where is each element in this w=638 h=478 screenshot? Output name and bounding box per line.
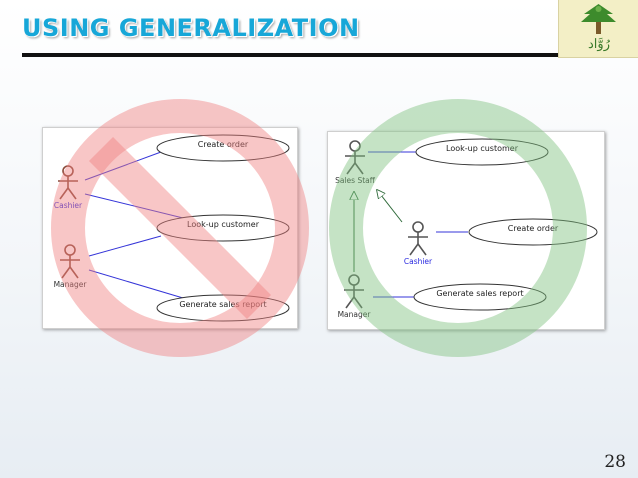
generalization-arrows — [354, 190, 403, 272]
association-line — [84, 151, 162, 181]
association-lines — [368, 151, 468, 298]
association-lines — [84, 151, 184, 299]
use-case-create-order: Create order — [156, 134, 290, 162]
association-line — [88, 235, 162, 257]
use-case-label: Generate sales report — [179, 300, 266, 309]
tree-icon — [581, 4, 616, 34]
title-underline — [22, 53, 610, 57]
use-case-generate-sales-report: Generate sales report — [156, 294, 290, 322]
actor-sales-staff — [345, 140, 365, 175]
actor-label: Manager — [54, 280, 88, 289]
actor-label: Cashier — [404, 257, 433, 266]
logo-text: رُوَّاد — [588, 37, 611, 52]
association-line — [88, 269, 184, 299]
actor-cashier — [408, 221, 428, 256]
actor-manager — [344, 274, 364, 309]
left-diagram-panel: Create order Look-up customer Generate s… — [42, 127, 298, 329]
use-case-label: Look-up customer — [187, 220, 260, 229]
slide-title: USING GENERALIZATION — [22, 14, 360, 42]
use-case-create-order: Create order — [468, 218, 598, 246]
use-case-label: Create order — [198, 140, 249, 149]
use-case-label: Look-up customer — [446, 144, 519, 153]
use-case-generate-sales-report: Generate sales report — [413, 283, 547, 311]
use-case-look-up-customer: Look-up customer — [156, 214, 290, 242]
page-number: 28 — [604, 452, 626, 472]
generalization-cashier-to-sales-staff — [377, 190, 403, 223]
use-case-label: Generate sales report — [436, 289, 523, 298]
association-line — [84, 193, 184, 219]
actor-label: Cashier — [54, 201, 83, 210]
actor-label: Manager — [338, 310, 372, 319]
use-case-look-up-customer: Look-up customer — [415, 138, 549, 166]
actor-manager — [60, 244, 80, 279]
right-diagram-panel: Look-up customer Create order Generate s… — [327, 131, 605, 330]
prohibited-icon — [51, 99, 309, 357]
actor-label: Sales Staff — [335, 176, 376, 185]
use-case-label: Create order — [508, 224, 559, 233]
approved-ring-icon — [329, 99, 587, 357]
actor-cashier — [58, 165, 78, 200]
logo: رُوَّاد — [558, 0, 638, 58]
